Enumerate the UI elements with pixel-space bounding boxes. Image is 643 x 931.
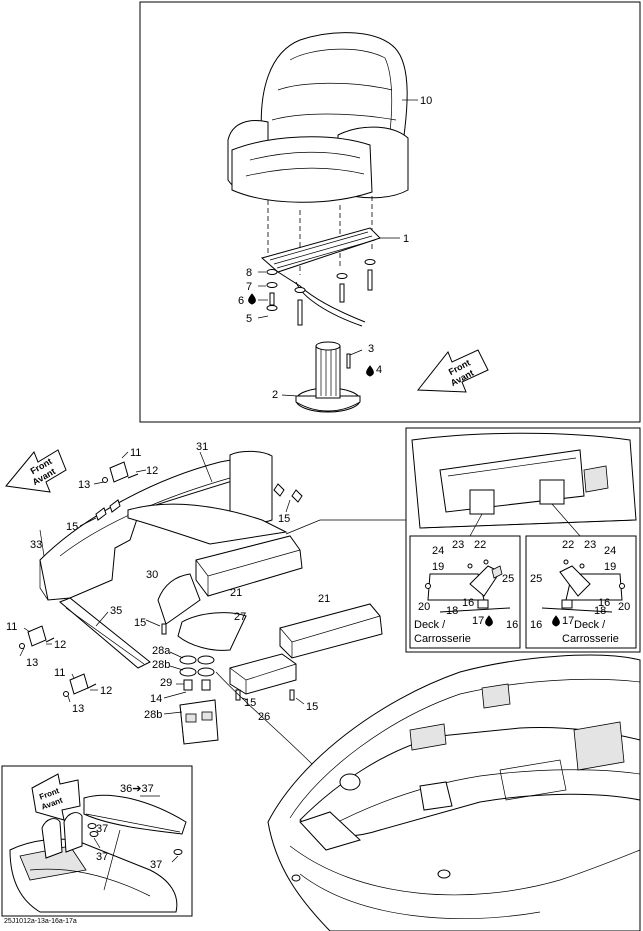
seat-illustration: [227, 32, 409, 275]
callout-37c: 37: [150, 859, 162, 871]
backrest-cushion: [195, 535, 303, 597]
callout-21: 21: [230, 587, 242, 599]
deck-label-fr-2: Carrosserie: [562, 633, 619, 645]
callout-35: 35: [110, 605, 122, 617]
callout-4: 4: [376, 364, 382, 376]
callout-26: 26: [258, 711, 270, 723]
deck-label: Deck /: [414, 619, 446, 631]
drawing-code: 25J1012a-13a-16a-17a: [4, 918, 77, 925]
front-arrow-icon: [417, 349, 489, 393]
loctite-drop-icon: [552, 615, 560, 627]
callout-13: 13: [78, 479, 90, 491]
callout-17b: 17: [562, 615, 574, 627]
callout-37b: 37: [96, 851, 108, 863]
seat-mounting-plate: [260, 227, 381, 327]
callout-19b: 19: [604, 561, 616, 573]
console-detail-frame: [1, 765, 193, 917]
callout-28a: 28a: [152, 645, 171, 657]
callout-31: 31: [196, 441, 208, 453]
callout-33: 33: [30, 539, 42, 551]
hinge-assembly-left: [425, 559, 511, 613]
callout-1: 1: [403, 233, 409, 245]
front-arrow-icon: [31, 773, 81, 821]
callout-25b: 25: [530, 573, 542, 585]
callout-18b: 18: [594, 605, 606, 617]
side-cushion: [39, 450, 288, 601]
boat-hull: [267, 654, 641, 931]
corner-cushion: [157, 573, 201, 625]
seat-assembly-frame: [139, 1, 641, 423]
center-cushion: [177, 612, 247, 651]
console-illustration: [9, 794, 187, 913]
callout-24: 24: [432, 545, 444, 557]
loctite-drop-icon: [248, 293, 256, 305]
callout-18: 18: [446, 605, 458, 617]
hinge-detail-left: [409, 535, 521, 649]
callout-19: 19: [432, 561, 444, 573]
callout-29: 29: [160, 677, 172, 689]
callout-22b: 22: [562, 539, 574, 551]
callout-20b: 20: [618, 601, 630, 613]
deck-detail-frame: [405, 427, 641, 653]
seat-cushion: [229, 653, 297, 695]
front-arrow-icon: [5, 449, 67, 493]
callout-25: 25: [502, 573, 514, 585]
right-cushion: [279, 603, 383, 659]
callout-12c: 12: [100, 685, 112, 697]
callout-36-37: 36➔37: [120, 783, 154, 795]
callout-11: 11: [130, 447, 141, 459]
callout-11b: 11: [6, 621, 17, 633]
callout-16d: 16: [530, 619, 542, 631]
callout-20: 20: [418, 601, 430, 613]
callout-5: 5: [246, 313, 252, 325]
hinge-detail-right: [525, 535, 637, 649]
deck-label-fr: Carrosserie: [414, 633, 471, 645]
callout-16b: 16: [506, 619, 518, 631]
callout-16c: 16: [598, 597, 610, 609]
callout-13c: 13: [72, 703, 84, 715]
callout-7: 7: [246, 281, 252, 293]
callout-3: 3: [368, 343, 374, 355]
deck-label-2: Deck /: [574, 619, 606, 631]
seat-pedestal: [295, 341, 361, 413]
pedestal-screw: [346, 353, 351, 369]
front-panel: [59, 597, 151, 669]
callout-15d: 15: [244, 697, 256, 709]
loctite-drop-icon: [366, 365, 374, 377]
latch-hardware: [179, 655, 219, 745]
loctite-drop-icon: [485, 615, 493, 627]
callout-23: 23: [452, 539, 464, 551]
callout-24b: 24: [604, 545, 616, 557]
callout-27: 27: [234, 611, 246, 623]
callout-15: 15: [66, 521, 78, 533]
callout-22: 22: [474, 539, 486, 551]
callout-15c: 15: [134, 617, 146, 629]
callout-12b: 12: [54, 639, 66, 651]
callout-11c: 11: [54, 667, 65, 679]
callout-37: 37: [96, 823, 108, 835]
hardware-stack-left: [266, 259, 376, 326]
fastener-hardware: [19, 461, 303, 701]
callout-16: 16: [462, 597, 474, 609]
callout-15b: 15: [278, 513, 290, 525]
callout-8: 8: [246, 267, 252, 279]
callout-13b: 13: [26, 657, 38, 669]
callout-6: 6: [238, 295, 244, 307]
callout-2: 2: [272, 389, 278, 401]
callout-28b-2: 28b: [144, 709, 162, 721]
callout-21b: 21: [318, 593, 330, 605]
hinge-assembly-right: [541, 559, 625, 613]
callout-10: 10: [420, 95, 432, 107]
deck-compartment-view: [411, 432, 637, 529]
callout-15e: 15: [306, 701, 318, 713]
callout-12: 12: [146, 465, 158, 477]
callout-30: 30: [146, 569, 158, 581]
callout-28b: 28b: [152, 659, 170, 671]
callout-23b: 23: [584, 539, 596, 551]
callout-14: 14: [150, 693, 162, 705]
callout-17: 17: [472, 615, 484, 627]
